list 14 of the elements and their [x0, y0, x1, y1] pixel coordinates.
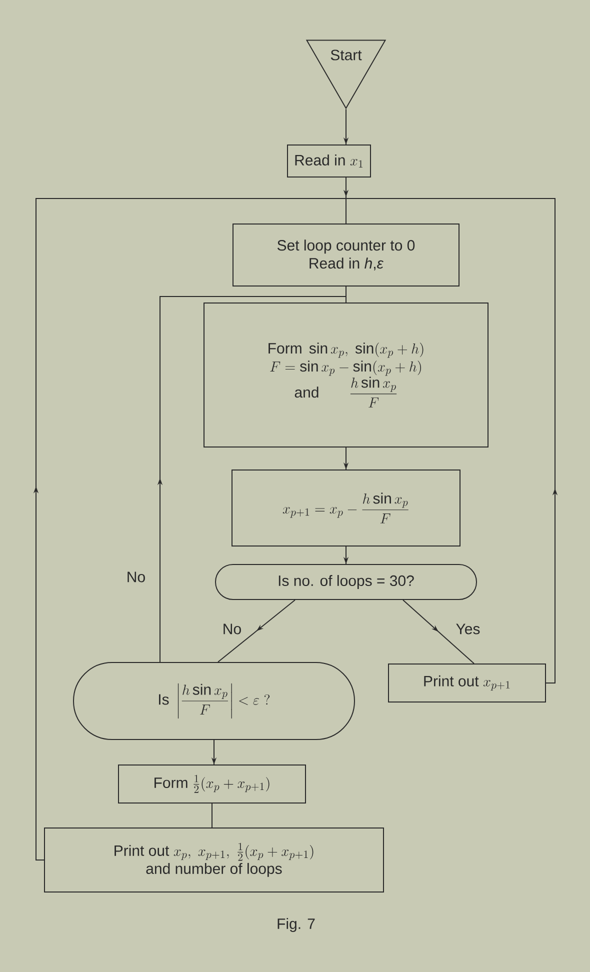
arrow — [157, 296, 346, 662]
process-box: $\text{Print out }x_p,\ x_{p+1},\ \tfrac{1}{2}(x_p+x_{p+1})$ and number of loops — [44, 828, 384, 892]
process-box: $\text{Print out }x_{p+1}$ — [388, 664, 546, 702]
decision-box: $\text{Is }\left|\dfrac{h\sin x_p}{F}\right|<\varepsilon\ ?$ — [73, 662, 355, 740]
process-box: Set loop counter to 0 Read in h,ε — [232, 224, 460, 286]
arrow — [33, 198, 346, 860]
arrow — [402, 600, 474, 664]
process-box: $x_{p+1}=x_p-\dfrac{h\sin x_p}{F}$ — [232, 470, 460, 546]
process-box: $\text{Read in }x_1$ — [287, 144, 371, 178]
figure-caption: Fig. 7 — [278, 918, 315, 932]
decision-box: Is no. of loops = 30? — [215, 564, 477, 600]
process-box: $\text{Form }\sin x_p,\ \sin(x_p+h)$ $F=\sin x_p-\sin(x_p+h)$ $\text{and}\qquad\dfrac{h\sin x_p}{F}$ — [204, 302, 488, 448]
process-box: $\text{Form }\tfrac{1}{2}(x_p+x_{p+1})$ — [118, 764, 306, 804]
arrow — [218, 600, 296, 662]
